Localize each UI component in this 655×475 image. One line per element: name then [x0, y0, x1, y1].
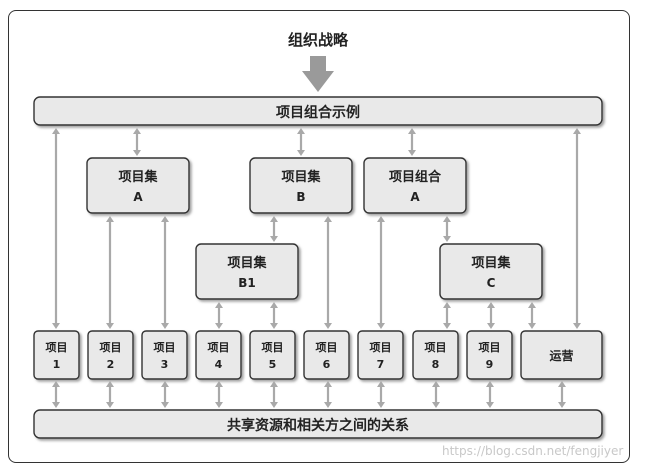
project-3-number: 3 [161, 358, 169, 371]
project-8-label: 项目 [425, 341, 447, 354]
shared-resources-label: 共享资源和相关方之间的关系 [227, 417, 409, 434]
project-5-number: 5 [269, 358, 277, 371]
arrow-bottom-3 [161, 381, 169, 408]
arrow-bottom-8 [432, 381, 440, 408]
project-8-number: 8 [432, 358, 440, 371]
sub-portfolio-a-title: 项目组合 [389, 169, 442, 185]
shared-resources-bar: 共享资源和相关方之间的关系 [33, 409, 603, 439]
project-box-5: 项目 5 [249, 330, 296, 380]
arrow-bottom-9 [486, 381, 494, 408]
arrow-portfolio-project-1 [52, 128, 60, 329]
program-b-code: B [296, 190, 305, 204]
program-box-a: 项目集 A [86, 157, 190, 214]
operations-box: 运营 [520, 330, 603, 380]
operations-label: 运营 [549, 348, 573, 363]
project-4-number: 4 [215, 358, 223, 371]
project-2-number: 2 [107, 358, 115, 371]
project-box-3: 项目 3 [141, 330, 188, 380]
arrow-bottom-10 [558, 381, 566, 408]
project-box-6: 项目 6 [303, 330, 350, 380]
connector-arrows [52, 128, 581, 408]
project-1-number: 1 [53, 358, 61, 371]
strategy-down-arrow [302, 56, 334, 92]
arrow-program-b1-project-5 [270, 302, 278, 329]
arrow-bottom-6 [324, 381, 332, 408]
project-2-label: 项目 [100, 341, 122, 354]
arrow-bottom-5 [270, 381, 278, 408]
portfolio-bar: 项目组合示例 [33, 96, 603, 126]
project-7-label: 项目 [370, 341, 392, 354]
project-box-2: 项目 2 [87, 330, 134, 380]
arrow-program-b1-project-4 [215, 302, 223, 329]
arrow-bottom-7 [377, 381, 385, 408]
project-9-label: 项目 [479, 341, 501, 354]
program-a-title: 项目集 [118, 169, 158, 185]
project-box-1: 项目 1 [33, 330, 80, 380]
arrow-portfolio-sub-portfolio-a [408, 128, 416, 156]
arrow-portfolio-operations [573, 128, 581, 329]
arrow-program-b-project-6 [324, 216, 332, 329]
portfolio-label: 项目组合示例 [276, 104, 360, 121]
program-b1-code: B1 [238, 276, 256, 290]
project-box-4: 项目 4 [195, 330, 242, 380]
program-c-title: 项目集 [471, 255, 511, 271]
project-7-number: 7 [377, 358, 385, 371]
arrow-sub-portfolio-a-project-7 [377, 216, 385, 329]
arrow-program-c-operations [528, 302, 536, 329]
project-5-label: 项目 [262, 341, 284, 354]
arrow-program-b-program-b1 [270, 216, 278, 242]
sub-portfolio-a-code: A [410, 190, 420, 204]
arrow-portfolio-program-a [133, 128, 141, 156]
project-box-8: 项目 8 [412, 330, 459, 380]
program-b1-title: 项目集 [227, 255, 267, 271]
diagram-frame [8, 10, 630, 463]
program-box-b1: 项目集 B1 [195, 243, 299, 300]
project-4-label: 项目 [208, 341, 230, 354]
arrow-portfolio-program-b [297, 128, 305, 156]
program-box-b: 项目集 B [249, 157, 353, 214]
program-b-title: 项目集 [281, 169, 321, 185]
watermark: https://blog.csdn.net/fengjiyer [442, 444, 624, 458]
program-a-code: A [133, 190, 143, 204]
project-box-7: 项目 7 [357, 330, 404, 380]
sub-portfolio-box-a: 项目组合 A [363, 157, 467, 214]
project-3-label: 项目 [154, 341, 176, 354]
program-box-c: 项目集 C [439, 243, 543, 300]
project-9-number: 9 [486, 358, 494, 371]
arrow-bottom-4 [215, 381, 223, 408]
arrow-bottom-2 [106, 381, 114, 408]
project-6-label: 项目 [316, 341, 338, 354]
arrow-program-a-project-3 [161, 216, 169, 329]
arrow-program-a-project-2 [106, 216, 114, 329]
project-1-label: 项目 [46, 341, 68, 354]
arrow-sub-portfolio-a-program-c [443, 216, 451, 242]
arrow-program-c-project-8 [443, 302, 451, 329]
program-c-code: C [487, 276, 496, 290]
project-box-9: 项目 9 [466, 330, 513, 380]
strategy-label: 组织战略 [288, 31, 349, 49]
project-6-number: 6 [323, 358, 331, 371]
arrow-bottom-1 [52, 381, 60, 408]
arrow-program-c-project-9 [487, 302, 495, 329]
